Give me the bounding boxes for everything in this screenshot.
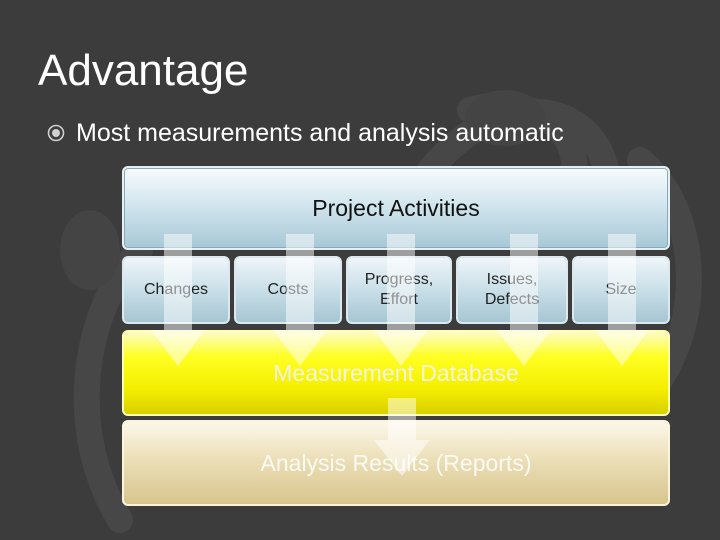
activity-label: Changes: [143, 281, 209, 298]
activity-label: Size: [605, 281, 637, 298]
activity-box-issues-defects: Issues,Defects: [456, 256, 568, 324]
measurement-database-box: Measurement Database: [122, 330, 670, 416]
bullet-text: Most measurements and analysis automatic: [76, 119, 564, 147]
activity-label: Progress,Effort: [364, 271, 434, 308]
slide-title: Advantage: [38, 46, 249, 95]
measurement-database-label: Measurement Database: [273, 359, 519, 386]
analysis-results-label: Analysis Results (Reports): [260, 449, 532, 476]
project-activities-box: Project Activities: [122, 166, 670, 250]
project-activities-label: Project Activities: [312, 194, 480, 221]
analysis-results-box: Analysis Results (Reports): [122, 420, 670, 506]
activity-label: Issues,Defects: [484, 271, 540, 308]
activity-box-size: Size: [572, 256, 670, 324]
activity-box-costs: Costs: [234, 256, 342, 324]
activity-label: Costs: [267, 281, 309, 298]
activity-box-changes: Changes: [122, 256, 230, 324]
circle-bullet-icon: [47, 124, 65, 142]
activity-box-progress-effort: Progress,Effort: [346, 256, 452, 324]
bullet-item: Most measurements and analysis automatic: [46, 118, 564, 148]
